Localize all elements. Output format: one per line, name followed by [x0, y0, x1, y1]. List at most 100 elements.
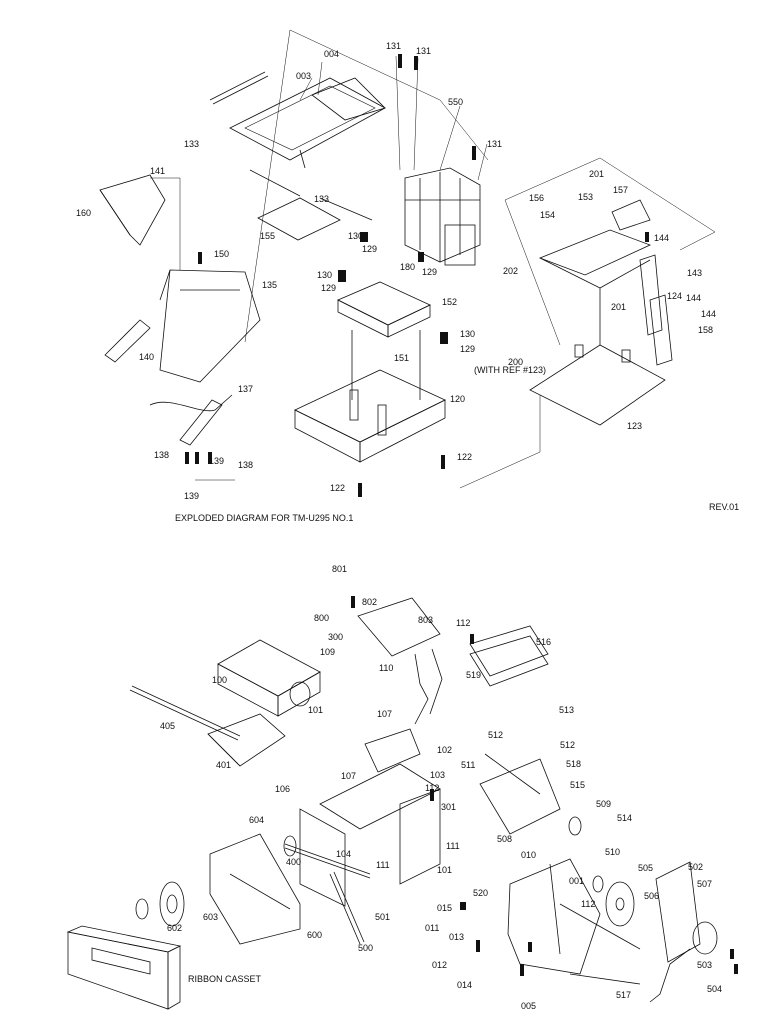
part-label: 201 [589, 169, 605, 179]
part-label: 011 [425, 923, 440, 933]
part-label: 112 [581, 899, 596, 909]
part-label: 401 [216, 760, 232, 770]
part-label: 129 [460, 344, 476, 354]
part-label: 107 [341, 771, 357, 781]
part-label: 109 [320, 647, 336, 657]
part-label: 516 [536, 637, 552, 647]
part-label: 508 [497, 834, 513, 844]
shaft-400 [283, 835, 371, 879]
part-label: 139 [209, 456, 225, 466]
part-label: 144 [654, 233, 670, 243]
part-label: 200 [508, 357, 524, 367]
bracket-plate [159, 269, 261, 383]
part-label: 153 [578, 192, 594, 202]
part-label: 111 [376, 860, 390, 870]
gear-509 [568, 816, 604, 893]
shaft-405 [129, 685, 241, 741]
part-label: 133 [184, 139, 200, 149]
part-label: 001 [569, 876, 585, 886]
part-label: 509 [596, 799, 612, 809]
part-label: 124 [667, 291, 683, 301]
part-label: 550 [448, 97, 464, 107]
part-label: 800 [314, 613, 330, 623]
leader-lines-top [244, 29, 489, 343]
platen-frame-508 [479, 753, 561, 835]
part-label: 101 [437, 865, 453, 875]
gear-505 [605, 881, 635, 927]
part-label: 015 [437, 903, 453, 913]
part-label: 010 [521, 850, 537, 860]
roller-500 [329, 871, 365, 945]
part-label: 603 [203, 912, 219, 922]
part-label: 144 [686, 293, 702, 303]
base-plate-123 [529, 229, 666, 426]
part-label: 301 [441, 802, 457, 812]
part-label: 517 [616, 990, 632, 1000]
part-label: 602 [167, 923, 183, 933]
part-label: 129 [362, 244, 378, 254]
part-label: 112 [456, 618, 471, 628]
circuit-board-802 [357, 597, 443, 725]
part-label: 143 [687, 268, 703, 278]
lower-frame-001 [507, 858, 601, 975]
screws-bottom [351, 596, 738, 976]
part-label: 154 [540, 210, 556, 220]
lever-part [104, 319, 151, 363]
part-label: 504 [707, 984, 723, 994]
part-label: 131 [386, 41, 402, 51]
frame-152 [337, 281, 431, 338]
part-label: 120 [450, 394, 466, 404]
part-label: 130 [348, 231, 364, 241]
part-label: 140 [139, 352, 155, 362]
part-label: 131 [487, 139, 503, 149]
part-label: 004 [324, 49, 340, 59]
part-label: 158 [698, 325, 714, 335]
part-label: 013 [449, 932, 465, 942]
side-frame-502 [655, 861, 701, 963]
gear-602 [135, 898, 149, 920]
part-label: 802 [362, 597, 378, 607]
part-label: 180 [400, 262, 416, 272]
top-cover-assembly [209, 71, 386, 241]
part-label: 510 [605, 847, 621, 857]
note-with-ref: (WITH REF #123) [474, 365, 547, 375]
part-label: 129 [422, 267, 438, 277]
part-label: 600 [307, 930, 323, 940]
part-label: 139 [184, 491, 200, 501]
part-label: 518 [566, 759, 582, 769]
part-label: 515 [570, 780, 586, 790]
part-label: 201 [611, 302, 627, 312]
connector-157 [611, 199, 651, 231]
part-label: 405 [160, 721, 176, 731]
part-label: 505 [638, 863, 654, 873]
part-label: 130 [460, 329, 476, 339]
part-label: 513 [559, 705, 575, 715]
mechanism-block [404, 167, 481, 266]
revision-label: REV.01 [709, 502, 740, 512]
part-label: 101 [308, 705, 324, 715]
cable-part [149, 394, 233, 446]
part-label: 103 [430, 770, 446, 780]
part-label: 102 [437, 745, 453, 755]
part-label: 131 [416, 46, 432, 56]
part-label: 107 [377, 709, 393, 719]
gear-603 [159, 881, 185, 927]
part-label: 514 [617, 813, 633, 823]
diagram-caption: EXPLODED DIAGRAM FOR TM-U295 NO.1 [175, 513, 354, 523]
part-label: 135 [262, 280, 278, 290]
part-label: 500 [358, 943, 374, 953]
part-label: 506 [644, 891, 660, 901]
part-label: 014 [457, 980, 473, 990]
part-label: 123 [627, 421, 643, 431]
part-label: 507 [697, 879, 713, 889]
side-bracket [639, 254, 673, 366]
ribbon-cassette-label: RIBBON CASSET [188, 974, 262, 984]
motor-100 [217, 639, 321, 717]
part-label: 012 [432, 960, 448, 970]
exploded-diagram-1 [99, 29, 716, 497]
group-outline [150, 157, 716, 489]
part-label: 502 [688, 862, 704, 872]
part-label: 138 [154, 450, 170, 460]
part-label: 129 [321, 283, 337, 293]
